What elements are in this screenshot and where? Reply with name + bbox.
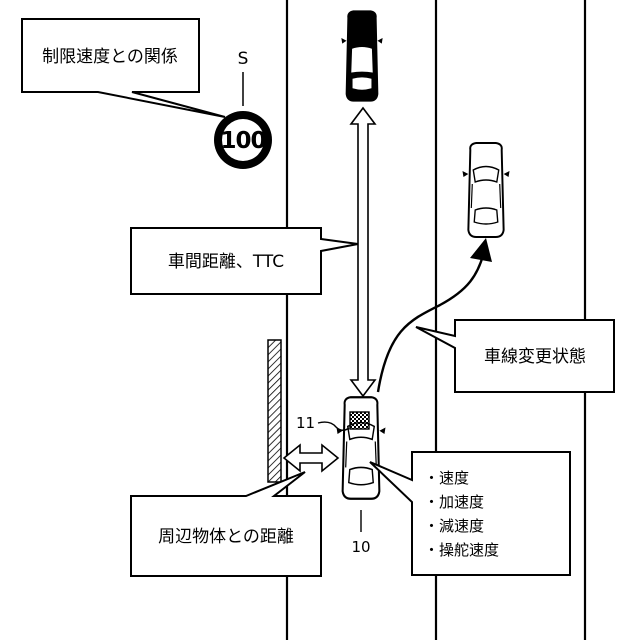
vehicle-state-item: ・加速度 <box>424 493 484 511</box>
sensor-reference-label: 11 <box>296 414 315 432</box>
gap-ttc-callout-text: 車間距離、TTC <box>168 252 284 272</box>
speed-limit-callout-text: 制限速度との関係 <box>42 47 178 67</box>
vehicle-state-item: ・操舵速度 <box>424 541 499 559</box>
surroundings-double-arrow <box>284 445 338 471</box>
vehicle-state-item: ・速度 <box>424 469 469 487</box>
speed-limit-sign: 100 <box>214 111 272 169</box>
speed-limit-callout <box>22 19 225 117</box>
gap-double-arrow <box>351 108 375 396</box>
lane-change-arrowhead <box>470 238 492 262</box>
sign-reference-label: S <box>238 49 249 69</box>
surroundings-callout <box>131 472 321 576</box>
surroundings-callout-text: 周辺物体との距離 <box>158 527 294 547</box>
preceding-vehicle <box>341 11 382 100</box>
vehicle-state-item: ・減速度 <box>424 517 484 535</box>
lane-change-callout-text: 車線変更状態 <box>484 347 586 367</box>
roadside-wall <box>268 340 281 482</box>
vehicle-reference-label: 10 <box>351 538 370 556</box>
ego-vehicle <box>337 397 386 499</box>
sensor-unit <box>350 412 369 429</box>
adjacent-lane-vehicle <box>462 143 509 237</box>
speed-limit-value: 100 <box>220 128 265 154</box>
